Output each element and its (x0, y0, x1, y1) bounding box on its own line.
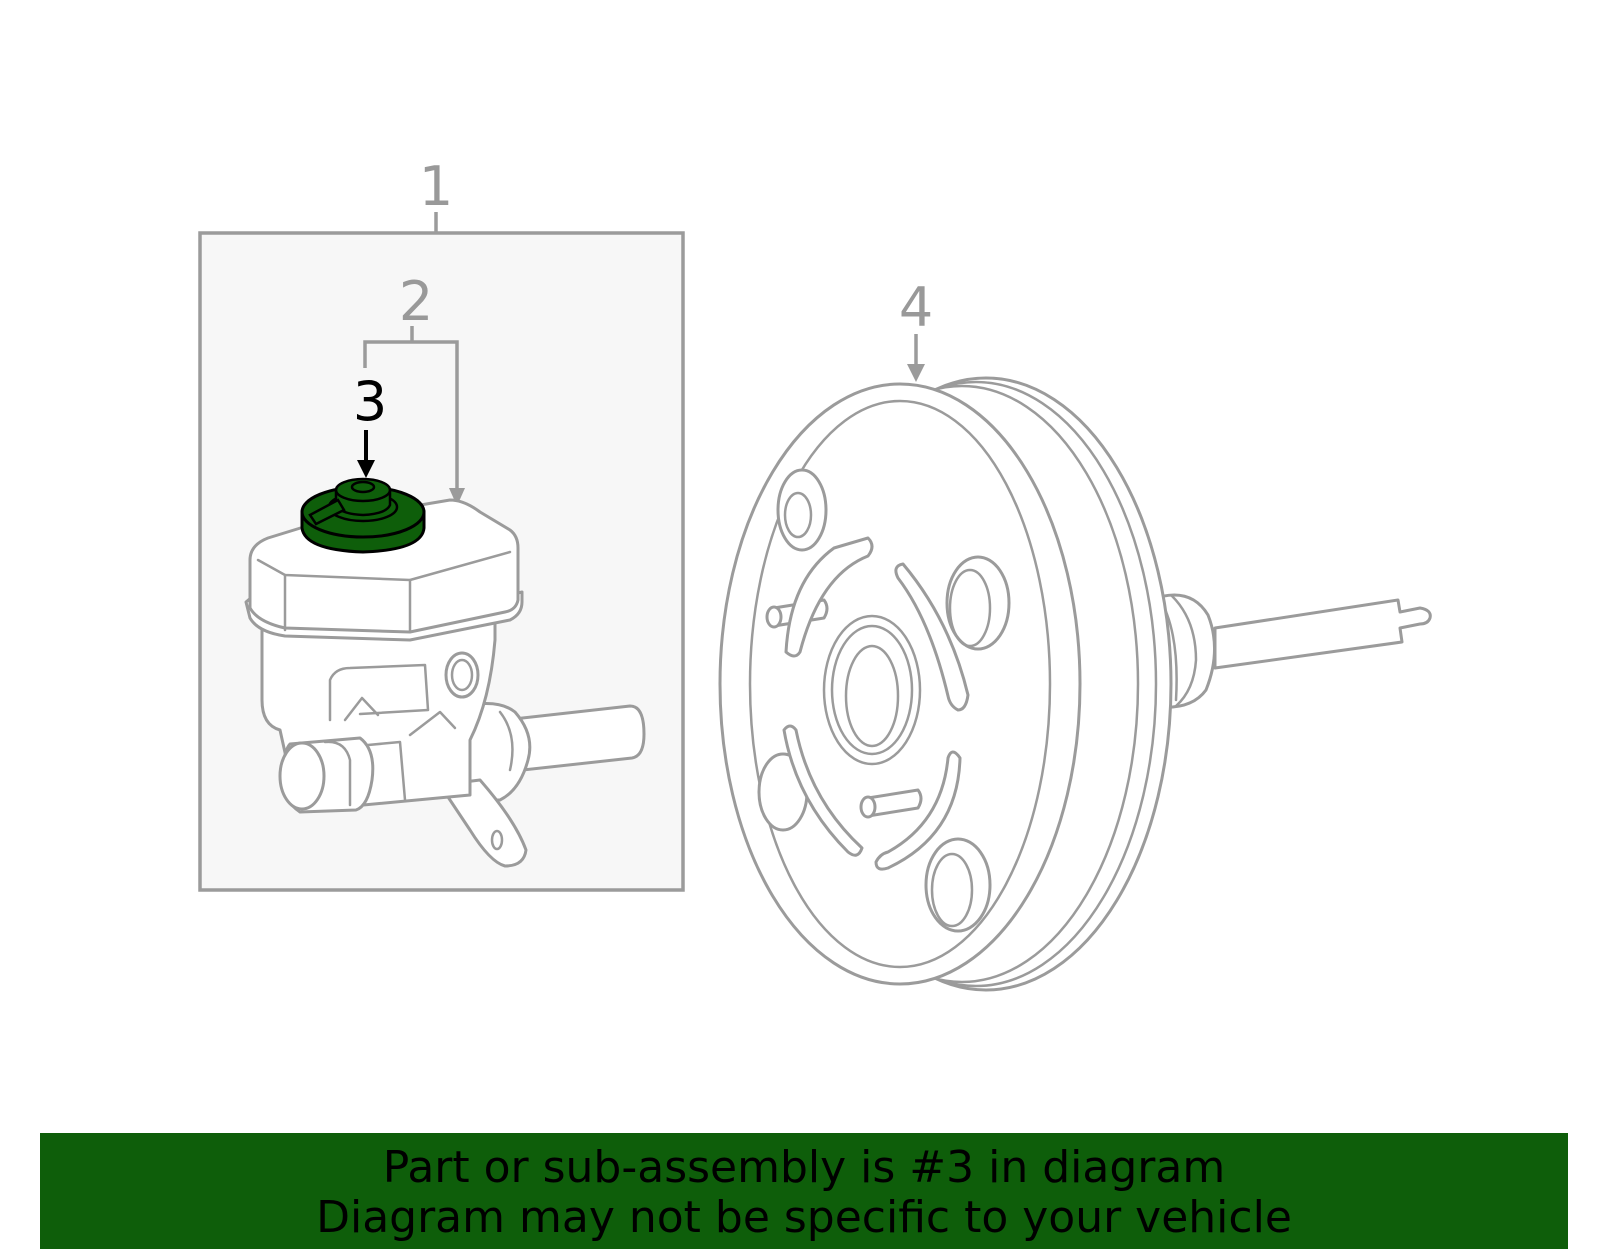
brake-booster (718, 376, 1432, 992)
callout-1: 1 (419, 155, 453, 218)
callout-2: 2 (399, 270, 433, 333)
info-banner: Part or sub-assembly is #3 in diagram Di… (40, 1133, 1568, 1249)
master-cylinder (244, 498, 646, 868)
reservoir-cap-highlight (300, 477, 426, 554)
banner-line-1: Part or sub-assembly is #3 in diagram (382, 1142, 1226, 1193)
callout-3: 3 (353, 370, 387, 433)
callout-4: 4 (899, 276, 933, 339)
banner-line-2: Diagram may not be specific to your vehi… (316, 1192, 1292, 1243)
